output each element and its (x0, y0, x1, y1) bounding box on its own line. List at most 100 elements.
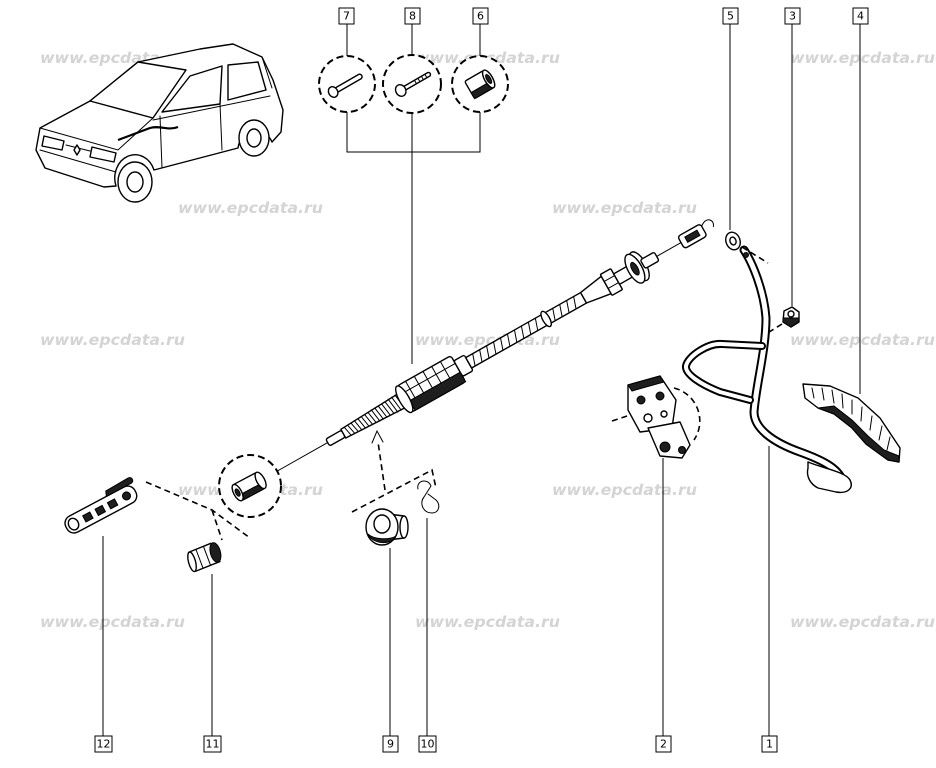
cable-grommet-center (630, 261, 640, 276)
callout-4[interactable]: 4 (852, 7, 869, 25)
vehicle-cable-route (117, 125, 179, 142)
callout-10-box (418, 735, 437, 753)
callout-4-label: 4 (857, 10, 864, 23)
part-2-pivot-hole-1 (659, 441, 671, 453)
callout-3-box (784, 7, 801, 25)
part-8-pin-shape (394, 71, 432, 97)
part-6-bushing-shape (464, 69, 496, 100)
part-2-plate-shading (627, 375, 665, 392)
part-2-dashed-line (611, 415, 628, 422)
part-3-nut (765, 306, 800, 335)
watermark-text: www.epcdata.ru (40, 331, 185, 349)
callout-9[interactable]: 9 (382, 735, 399, 753)
callout-3-label: 3 (789, 10, 796, 23)
pedal-foot-plate (806, 461, 852, 494)
vehicle-windshield (89, 61, 187, 119)
callout-12[interactable]: 12 (94, 735, 113, 753)
part-2-pivot-hole-2 (678, 446, 686, 454)
watermark-text: www.epcdata.ru (790, 331, 935, 349)
part-7-head (327, 86, 339, 98)
callout-1[interactable]: 1 (761, 735, 778, 753)
callout-2-box (655, 735, 672, 753)
cable-sheath-ring (540, 310, 553, 328)
part-7-pin-shape (327, 73, 363, 98)
vehicle-front-wheel-hub (126, 171, 144, 193)
part-9-flange-shading (367, 533, 398, 543)
pedal-stirrup-fill (684, 341, 764, 402)
callout-3[interactable]: 3 (784, 7, 801, 25)
vehicle-illustration (35, 43, 284, 203)
vehicle-side-window-rear (227, 61, 267, 101)
watermark-text: www.epcdata.ru (40, 613, 185, 631)
part-10-clip-shape (417, 480, 440, 514)
callout-2-label: 2 (660, 738, 667, 751)
pedal-cable-hole (743, 252, 749, 258)
dashed-bracket-9-10 (351, 468, 437, 513)
callout-7[interactable]: 7 (338, 7, 355, 25)
part-4-pedal-pad (802, 383, 901, 463)
vehicle-headlight-left (41, 135, 65, 151)
cable-end-hook (701, 219, 714, 228)
part-2-hole-2 (655, 391, 665, 401)
sleeve-bore (234, 488, 241, 497)
cable-end-wire (656, 242, 682, 257)
pedal-arm-fill (741, 247, 845, 483)
callout-8[interactable]: 8 (404, 7, 421, 25)
part-3-bore (787, 310, 795, 318)
callout-5-label: 5 (727, 10, 734, 23)
callout-10[interactable]: 10 (418, 735, 437, 753)
callout-4-box (852, 7, 869, 25)
callout-11[interactable]: 11 (203, 735, 222, 753)
cable-adjuster-end (394, 385, 414, 414)
part-2-hole-3 (643, 413, 653, 423)
vehicle-side-window-front (161, 65, 223, 113)
part-2-hole-4 (660, 410, 668, 418)
part-11-barrel-fitting (187, 542, 222, 573)
callout-9-box (382, 735, 399, 753)
sleeve-end-right (254, 471, 267, 490)
part-6-sleeve (218, 454, 282, 518)
kit-bracket-line (346, 112, 481, 364)
callout-1-label: 1 (766, 738, 773, 751)
cable-hex-nut-facets (603, 275, 620, 289)
part-3-dashed-line (765, 323, 783, 335)
part-2-pivot-bracket (611, 375, 701, 459)
part-11-right-end (209, 542, 222, 563)
cable-sheath-spiral (472, 295, 577, 367)
dashed-arrow-head (371, 429, 384, 444)
sleeve-shape (231, 471, 267, 502)
callout-1-box (761, 735, 778, 753)
callout-6-box (472, 7, 489, 25)
part-12-eye (67, 517, 80, 531)
part-9-center (373, 514, 391, 534)
part-4-underside (817, 405, 900, 463)
callout-7-label: 7 (343, 10, 350, 23)
callout-2[interactable]: 2 (655, 735, 672, 753)
accelerator-cable (264, 219, 714, 479)
part-9-grommet (365, 508, 409, 546)
cable-end-ferrule (640, 252, 660, 269)
callout-11-label: 11 (206, 738, 220, 751)
part-12-slots (82, 498, 119, 523)
vehicle-body-lines (39, 56, 273, 173)
part-9-neck-end (399, 515, 409, 539)
cable-end-connector-slot (684, 229, 701, 243)
part-5-inner (729, 236, 737, 246)
part-3-shading (782, 317, 800, 328)
part-10-spring-clip (417, 480, 440, 514)
callout-8-box (404, 7, 421, 25)
callout-12-label: 12 (97, 738, 111, 751)
callout-5[interactable]: 5 (722, 7, 739, 25)
callout-10-label: 10 (421, 738, 435, 751)
part-7-pin (318, 55, 376, 113)
callout-9-label: 9 (387, 738, 394, 751)
part-1-pedal (682, 245, 852, 494)
leader-lines (102, 24, 861, 736)
callout-6[interactable]: 6 (472, 7, 489, 25)
part-5-dashed-line (741, 246, 769, 264)
part-12-hole (121, 491, 131, 501)
callout-7-box (338, 7, 355, 25)
watermark-text: www.epcdata.ru (790, 613, 935, 631)
part-11-left-end (187, 551, 197, 573)
callout-8-label: 8 (409, 10, 416, 23)
